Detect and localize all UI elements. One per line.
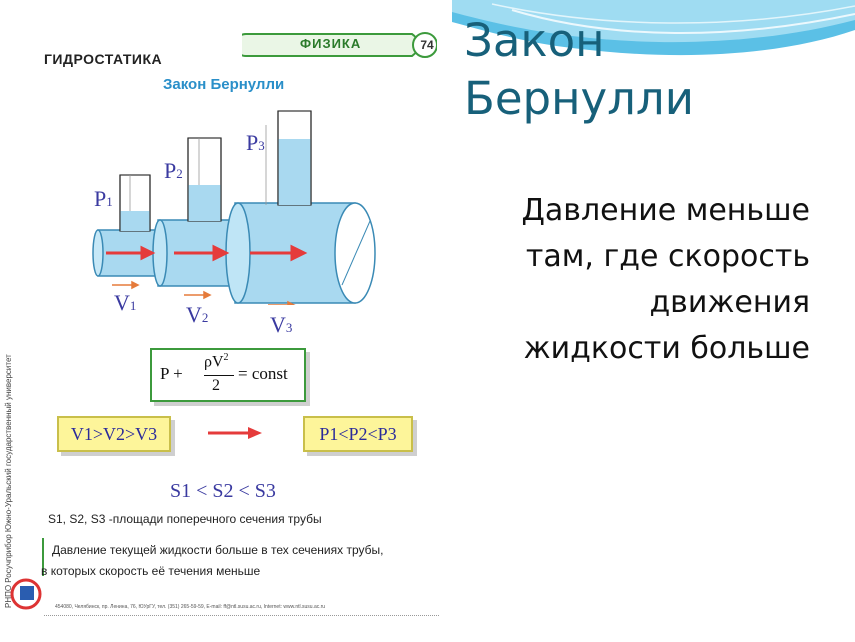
pressure-inequality: P1<P2<P3 bbox=[303, 416, 413, 452]
footer-divider bbox=[44, 615, 439, 616]
slide-body: Давление меньше там, где скорость движен… bbox=[460, 188, 810, 372]
area-note: S1, S2, S3 -площади поперечного сечения … bbox=[48, 512, 322, 526]
bernoulli-formula: P + ρV2 2 = const bbox=[150, 348, 306, 402]
subject-label: ФИЗИКА bbox=[300, 36, 362, 51]
poster-subtitle: Закон Бернулли bbox=[163, 76, 285, 93]
topic-heading: ГИДРОСТАТИКА bbox=[44, 51, 163, 67]
decorative-wave bbox=[452, 0, 855, 56]
vertical-credit: РНПО Росучприбор Южно-Уральский государс… bbox=[4, 354, 13, 608]
poster-footer: 454080, Челябинск, пр. Ленина, 76, ЮУрГУ… bbox=[55, 604, 326, 610]
slide-title: Закон Бернулли bbox=[464, 12, 694, 128]
flow-arrows bbox=[106, 244, 308, 262]
velocity-label-1: V1 bbox=[114, 290, 137, 315]
body-line-1: Давление меньше bbox=[521, 193, 810, 228]
physics-poster: ГИДРОСТАТИКА ФИЗИКА 74 Закон Бернулли bbox=[4, 32, 439, 616]
implies-arrow bbox=[208, 427, 262, 439]
conclusion-line-2: в которых скорость её течения меньше bbox=[41, 564, 261, 578]
title-line-2: Бернулли bbox=[464, 72, 694, 125]
pressure-label-2: P2 bbox=[164, 158, 183, 183]
body-line-2: там, где скорость bbox=[525, 239, 810, 274]
conclusion-line-1: Давление текущей жидкости больше в тех с… bbox=[52, 543, 384, 557]
velocity-label-3: V3 bbox=[270, 312, 293, 337]
page-number: 74 bbox=[420, 38, 434, 52]
header-banner bbox=[242, 32, 437, 58]
body-line-3: движения bbox=[649, 285, 810, 320]
slide-text-area: Закон Бернулли Давление меньше там, где … bbox=[452, 0, 855, 642]
pressure-label-1: P1 bbox=[94, 186, 113, 211]
velocity-label-2: V2 bbox=[186, 302, 209, 327]
title-line-1: Закон bbox=[464, 14, 605, 67]
area-inequality: S1 < S2 < S3 bbox=[170, 480, 276, 502]
velocity-inequality: V1>V2>V3 bbox=[57, 416, 171, 452]
body-line-4: жидкости больше bbox=[523, 331, 810, 366]
pressure-label-3: P3 bbox=[246, 130, 265, 155]
bernoulli-pipe-diagram bbox=[92, 110, 376, 305]
publisher-logo-icon bbox=[10, 578, 42, 610]
